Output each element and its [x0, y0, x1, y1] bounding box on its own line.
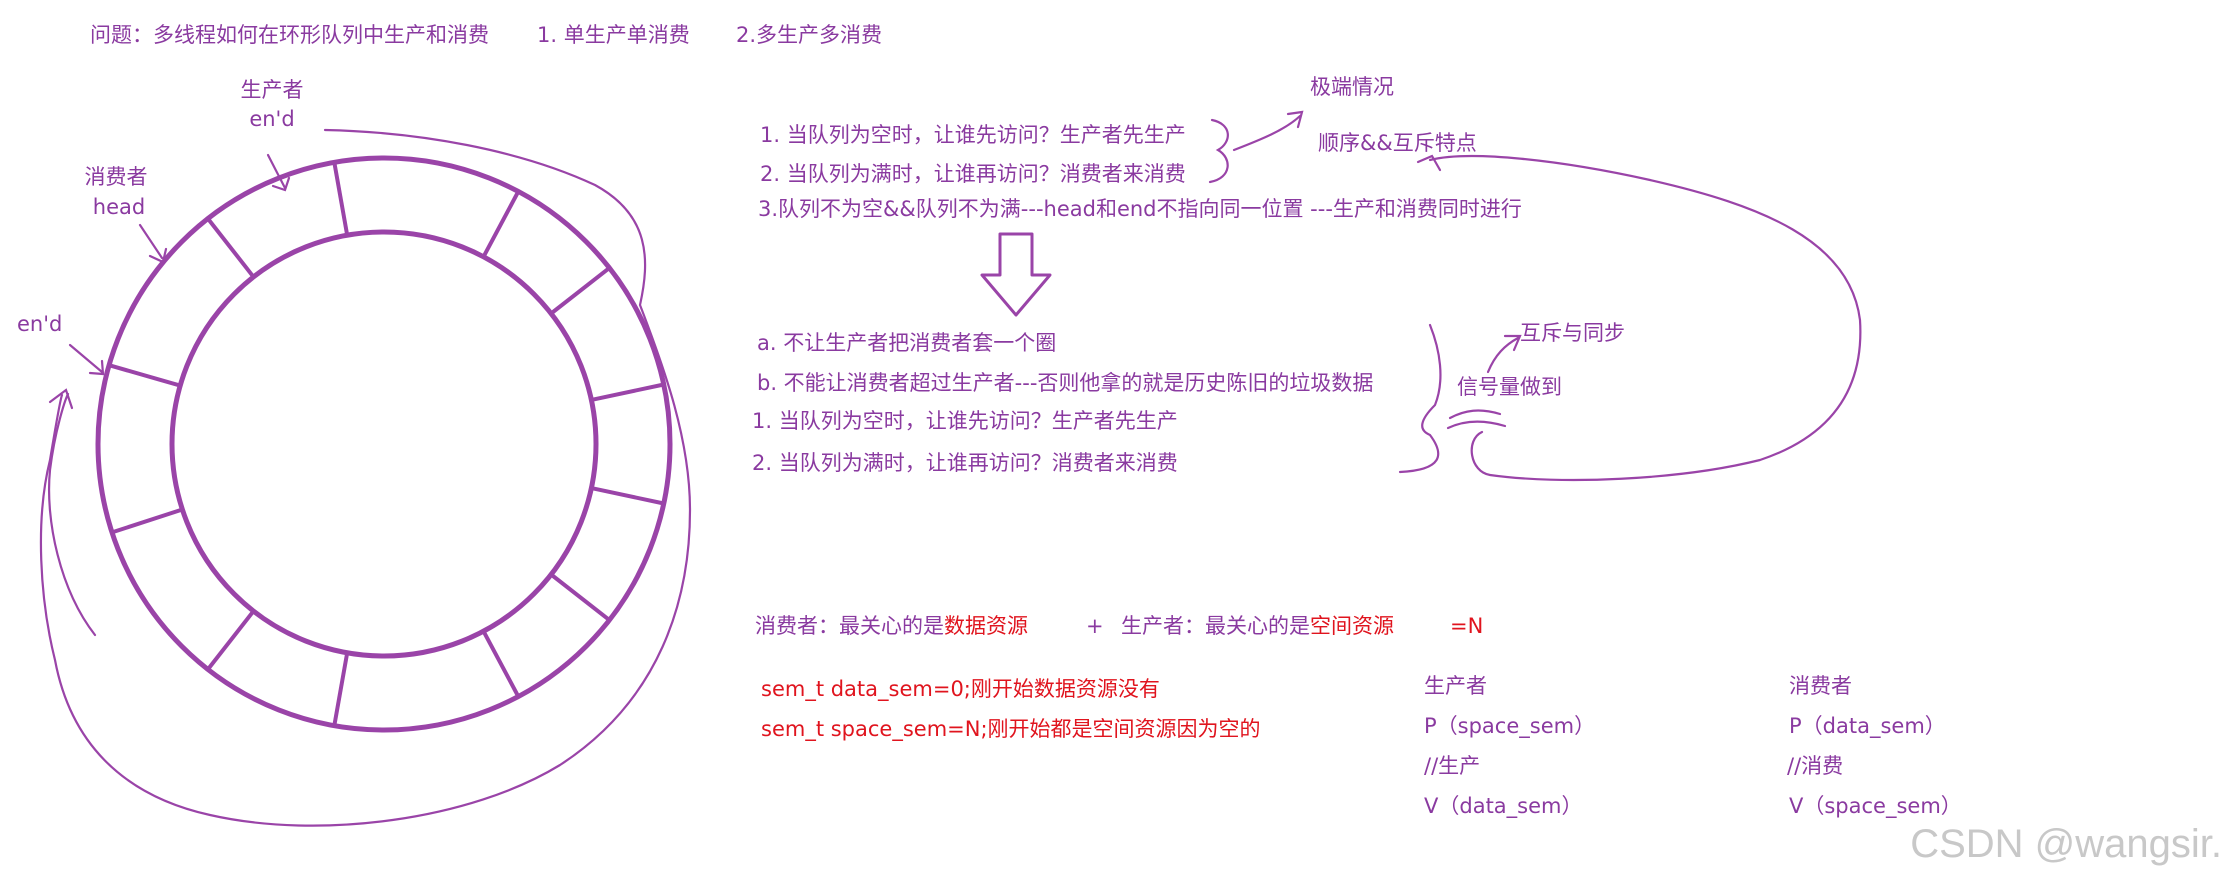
ring-buffer	[95, 155, 673, 733]
left-arrow-head	[48, 388, 74, 410]
producer-v: V（data_sem）	[1424, 794, 1583, 818]
equals-n: =N	[1450, 614, 1484, 638]
rule-1: 1. 当队列为空时，让谁先访问？生产者先生产	[760, 123, 1186, 147]
end-arrow	[68, 343, 105, 376]
constraint-b: b. 不能让消费者超过生产者---否则他拿的就是历史陈旧的垃圾数据	[757, 371, 1374, 395]
ring-divider-10	[111, 507, 184, 535]
ring-divider-9	[206, 609, 256, 671]
mutex-sync-note: 互斥与同步	[1520, 321, 1625, 345]
left-end-pointer: en'd	[17, 312, 63, 336]
constraint-bracket	[1398, 323, 1442, 474]
consumer-comment: //消费	[1787, 754, 1844, 778]
producer-label: 生产者	[240, 78, 304, 102]
semaphore-arrow	[1486, 334, 1522, 374]
consumer-concern: 消费者：最关心的是	[755, 614, 944, 638]
consumer-arrow	[138, 223, 168, 264]
consumer-p: P（data_sem）	[1789, 714, 1946, 738]
ring-dividers	[108, 161, 665, 727]
left-arrow-curve	[47, 392, 97, 637]
code-space-sem: sem_t space_sem=N;刚开始都是空间资源因为空的	[761, 717, 1261, 741]
ring-divider-3	[549, 266, 611, 316]
header-case-2: 2.多生产多消费	[736, 23, 883, 47]
extreme-note: 极端情况	[1310, 75, 1394, 99]
ring-divider-12	[206, 217, 256, 279]
data-resource: 数据资源	[944, 614, 1028, 638]
constraint-a: a. 不让生产者把消费者套一个圈	[757, 331, 1057, 355]
producer-concern: 生产者：最关心的是	[1121, 614, 1310, 638]
plus-sign: +	[1086, 614, 1104, 638]
order-note: 顺序&&互斥特点	[1318, 131, 1477, 155]
ring-divider-4	[590, 382, 665, 402]
concern-line: 消费者：最关心的是数据资源	[755, 613, 1028, 639]
consumer-col-title: 消费者	[1789, 674, 1852, 698]
ring-outer-circle	[95, 155, 673, 733]
consumer-v: V（space_sem）	[1789, 794, 1962, 818]
down-arrow	[980, 232, 1052, 317]
producer-arrow	[266, 153, 291, 192]
ring-divider-2	[481, 190, 521, 258]
order-arrow-loop	[1428, 154, 1862, 482]
bracket-arrow-up	[1232, 110, 1304, 152]
outer-scribble-loop	[39, 128, 692, 827]
rule-2: 2. 当队列为满时，让谁再访问？消费者来消费	[760, 162, 1186, 186]
rule-bracket	[1208, 118, 1229, 184]
scribbles	[39, 110, 1862, 827]
producer-comment: //生产	[1424, 754, 1481, 778]
header-question: 问题：多线程如何在环形队列中生产和消费	[90, 23, 489, 47]
producer-col-title: 生产者	[1424, 674, 1487, 698]
constraint-1: 1. 当队列为空时，让谁先访问？生产者先生产	[752, 409, 1178, 433]
watermark: CSDN @wangsir.	[1910, 822, 2222, 866]
semaphore-note: 信号量做到	[1457, 375, 1562, 399]
ring-divider-6	[549, 572, 611, 622]
rule-3: 3.队列不为空&&队列不为满---head和end不指向同一位置 ---生产和消…	[758, 197, 1522, 221]
ring-divider-5	[590, 486, 665, 506]
space-resource: 空间资源	[1310, 614, 1394, 638]
ring-divider-8	[332, 652, 350, 727]
producer-pointer: en'd	[249, 107, 295, 131]
ring-divider-11	[108, 363, 181, 388]
ring-divider-1	[332, 161, 350, 236]
order-arrow-head	[1416, 154, 1442, 172]
ring-divider-7	[481, 630, 521, 698]
code-data-sem: sem_t data_sem=0;刚开始数据资源没有	[761, 677, 1160, 701]
producer-concern-line: 生产者：最关心的是空间资源	[1121, 613, 1394, 639]
consumer-pointer: head	[92, 195, 146, 219]
producer-p: P（space_sem）	[1424, 714, 1596, 738]
header-case-1: 1. 单生产单消费	[537, 23, 690, 47]
ring-inner-circle	[169, 229, 599, 659]
consumer-label: 消费者	[84, 165, 148, 189]
constraint-2: 2. 当队列为满时，让谁再访问？消费者来消费	[752, 451, 1178, 475]
semaphore-squiggle-2	[1446, 420, 1507, 430]
semaphore-squiggle-1	[1448, 409, 1502, 420]
